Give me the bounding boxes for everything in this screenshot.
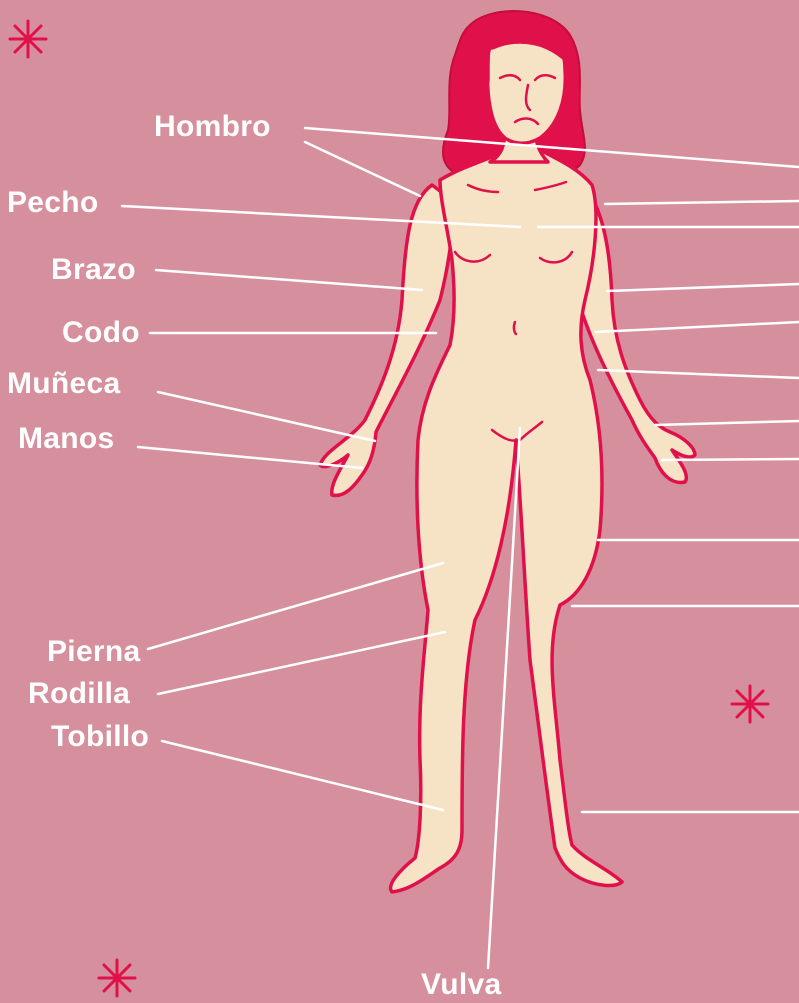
label-manos: Manos (18, 422, 115, 456)
label-hombro: Hombro (154, 110, 271, 144)
label-rodilla: Rodilla (28, 677, 130, 711)
sparkle-icon (728, 682, 772, 726)
label-pecho: Pecho (7, 186, 99, 220)
label-pierna: Pierna (47, 635, 141, 669)
label-muneca: Muñeca (7, 367, 121, 401)
label-brazo: Brazo (51, 253, 136, 287)
label-vulva: Vulva (421, 968, 501, 1002)
sparkle-icon (95, 956, 139, 1000)
sparkle-icon (6, 17, 50, 61)
label-tobillo: Tobillo (51, 720, 149, 754)
body (320, 26, 695, 892)
label-codo: Codo (62, 316, 140, 350)
